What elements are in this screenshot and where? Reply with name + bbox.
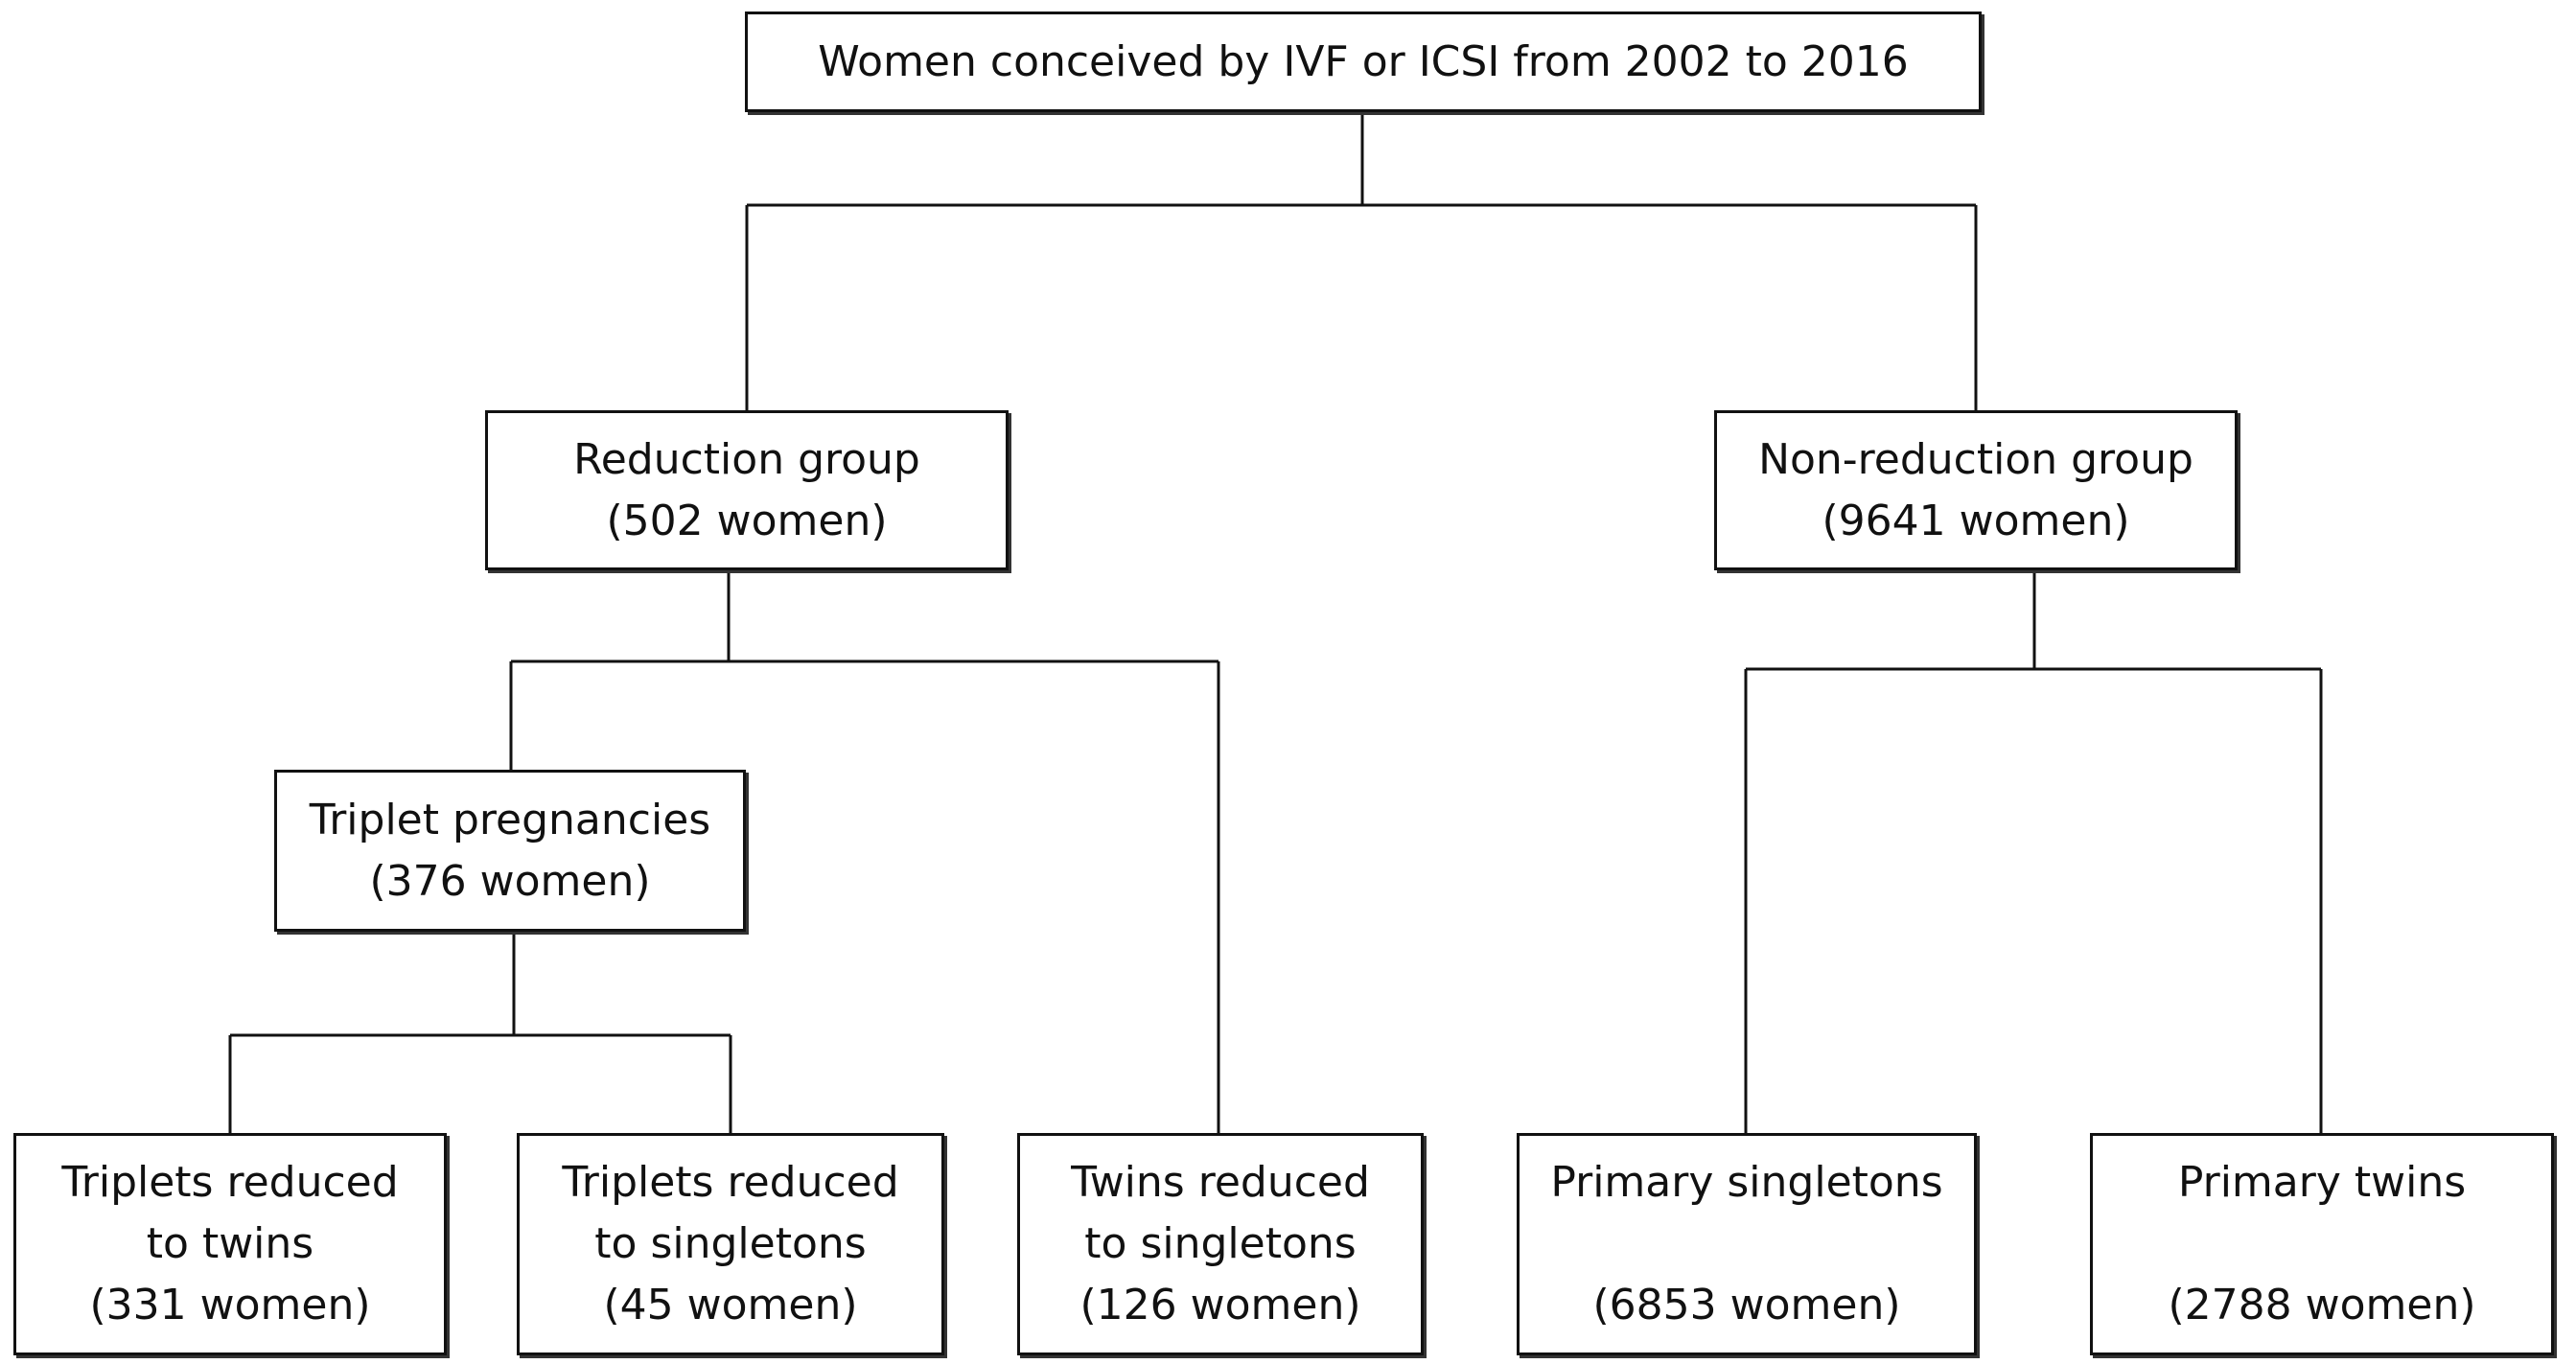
reduction-group-label: Reduction group [573,434,920,484]
triplets-reduced-to-twins-line2: to twins [146,1219,314,1268]
triplets-reduced-to-singletons-line1: Triplets reduced [562,1158,899,1207]
reduction-group-box: Reduction group (502 women) [485,410,1009,570]
triplet-pregnancies-label: Triplet pregnancies [309,795,711,844]
triplets-reduced-to-singletons-count: (45 women) [603,1281,858,1329]
non-reduction-group-label: Non-reduction group [1758,434,2193,484]
triplets-reduced-to-twins-line1: Triplets reduced [61,1158,399,1207]
twins-reduced-to-singletons-line1: Twins reduced [1071,1158,1370,1207]
twins-reduced-to-singletons-count: (126 women) [1079,1281,1361,1329]
primary-twins-count: (2788 women) [2168,1281,2476,1329]
root-label: Women conceived by IVF or ICSI from 2002… [818,36,1909,86]
non-reduction-group-box: Non-reduction group (9641 women) [1714,410,2238,570]
primary-singletons-count: (6853 women) [1592,1281,1901,1329]
root-box: Women conceived by IVF or ICSI from 2002… [745,12,1982,112]
triplets-reduced-to-singletons-box: Triplets reduced to singletons (45 women… [517,1133,944,1355]
twins-reduced-to-singletons-box: Twins reduced to singletons (126 women) [1017,1133,1424,1355]
primary-singletons-box: Primary singletons (6853 women) [1517,1133,1977,1355]
reduction-group-count: (502 women) [606,496,888,545]
triplets-reduced-to-singletons-line2: to singletons [594,1219,867,1268]
twins-reduced-to-singletons-line2: to singletons [1084,1219,1357,1268]
non-reduction-group-count: (9641 women) [1822,496,2130,545]
triplet-pregnancies-count: (376 women) [369,856,651,906]
primary-singletons-label: Primary singletons [1550,1158,1943,1207]
primary-twins-label: Primary twins [2177,1158,2467,1207]
triplets-reduced-to-twins-box: Triplets reduced to twins (331 women) [13,1133,447,1355]
primary-twins-box: Primary twins (2788 women) [2090,1133,2554,1355]
triplet-pregnancies-box: Triplet pregnancies (376 women) [274,770,746,932]
triplets-reduced-to-twins-count: (331 women) [89,1281,371,1329]
